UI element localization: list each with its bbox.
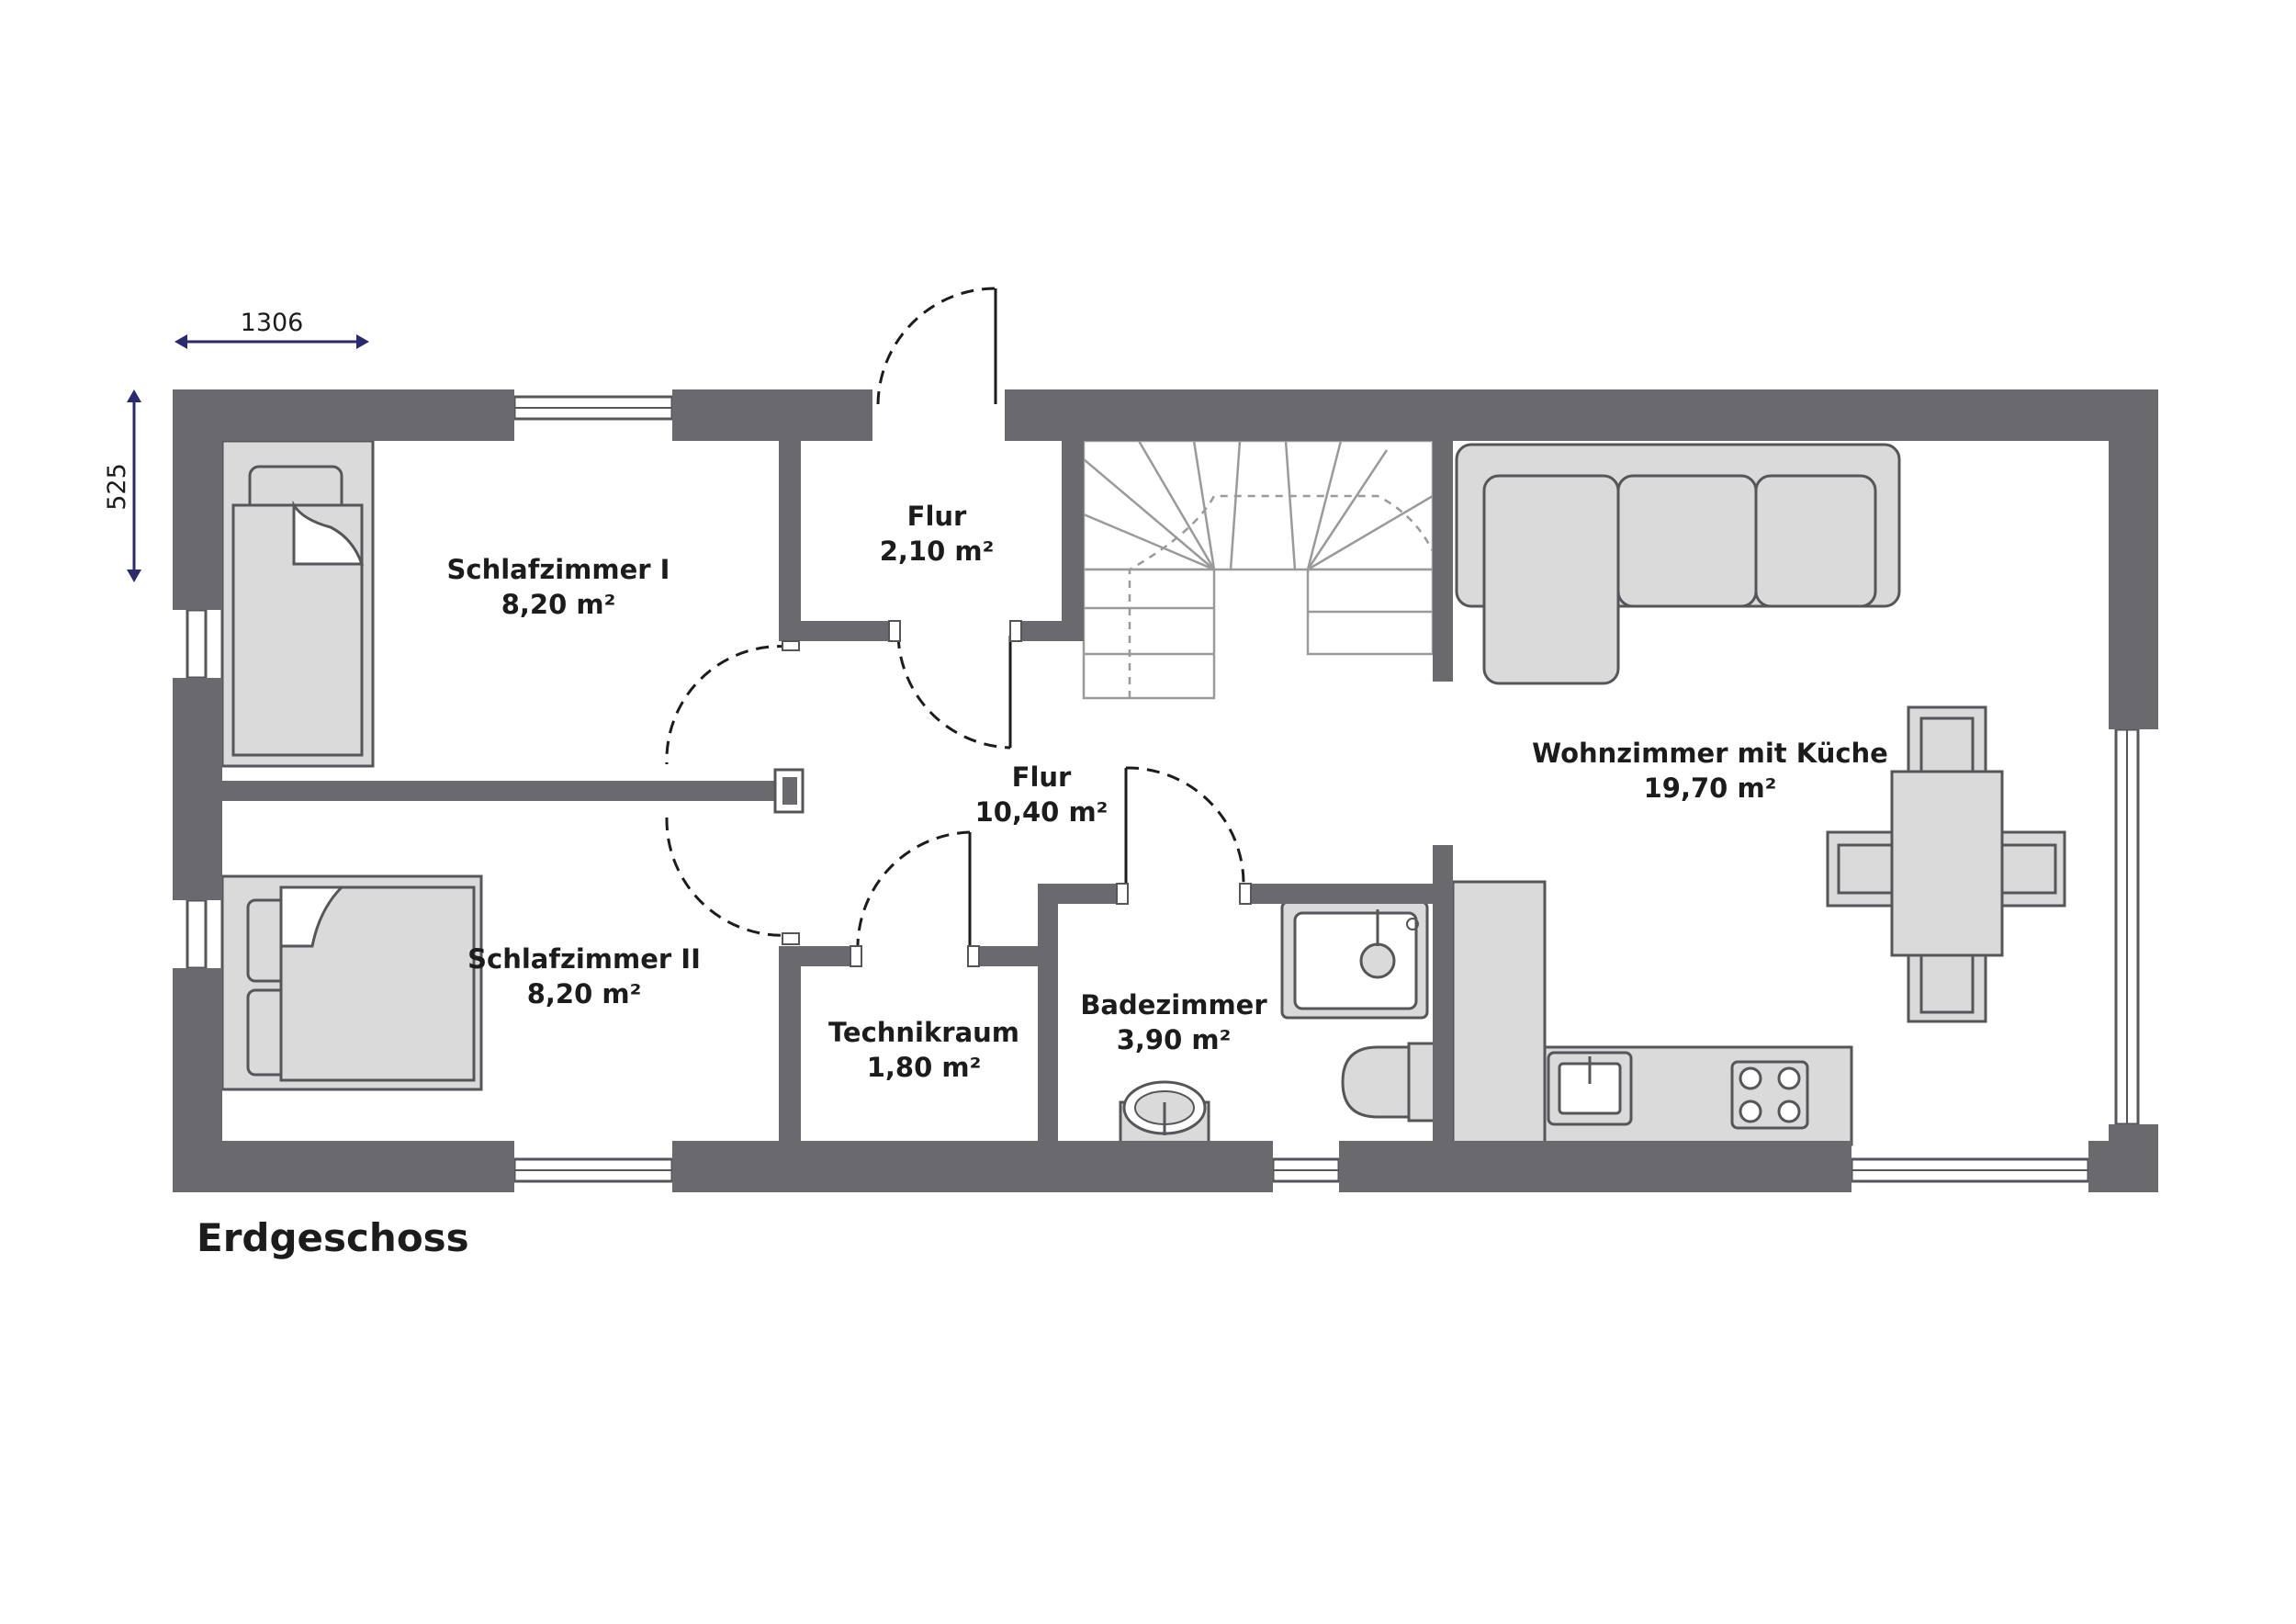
room-label-technikraum: Technikraum 1,80 m²: [828, 1017, 1019, 1083]
room-label-schlafzimmer-1: Schlafzimmer I 8,20 m²: [447, 554, 670, 620]
room-name: Flur: [907, 501, 967, 532]
floor-title: Erdgeschoss: [197, 1215, 469, 1260]
bathroom-fixtures: [1119, 900, 1436, 1148]
room-area: 10,40 m²: [975, 796, 1109, 828]
doors: [665, 287, 1245, 953]
room-name: Schlafzimmer II: [467, 943, 701, 975]
bed-schlafzimmer-1: [220, 439, 375, 768]
room-area: 2,10 m²: [880, 536, 995, 567]
room-label-flur-mitte: Flur 10,40 m²: [975, 761, 1109, 828]
room-area: 1,80 m²: [867, 1052, 982, 1083]
width-label: 1306: [241, 309, 304, 337]
sofa: [1455, 443, 1901, 685]
depth-label: 525: [103, 463, 131, 511]
room-name: Wohnzimmer mit Küche: [1532, 738, 1888, 769]
dining-table: [1826, 705, 2066, 1023]
room-label-flur-oben: Flur 2,10 m²: [880, 501, 995, 567]
room-area: 8,20 m²: [501, 589, 616, 620]
room-name: Technikraum: [828, 1017, 1019, 1048]
walls: [173, 389, 2158, 1192]
depth-dimension: 525: [103, 389, 141, 582]
room-label-schlafzimmer-2: Schlafzimmer II 8,20 m²: [467, 943, 701, 1009]
room-name: Schlafzimmer I: [447, 554, 670, 585]
room-name: Flur: [1012, 761, 1072, 793]
room-label-badezimmer: Badezimmer 3,90 m²: [1080, 989, 1267, 1055]
staircase: [1082, 439, 1435, 700]
kitchen: [1451, 880, 1853, 1146]
bed-schlafzimmer-2: [220, 874, 483, 1091]
room-name: Badezimmer: [1080, 989, 1267, 1021]
room-area: 19,70 m²: [1644, 773, 1777, 804]
room-area: 8,20 m²: [527, 978, 642, 1009]
room-label-wohnzimmer: Wohnzimmer mit Küche 19,70 m²: [1532, 738, 1888, 804]
room-area: 3,90 m²: [1117, 1024, 1232, 1055]
width-dimension: 1306: [174, 309, 369, 349]
